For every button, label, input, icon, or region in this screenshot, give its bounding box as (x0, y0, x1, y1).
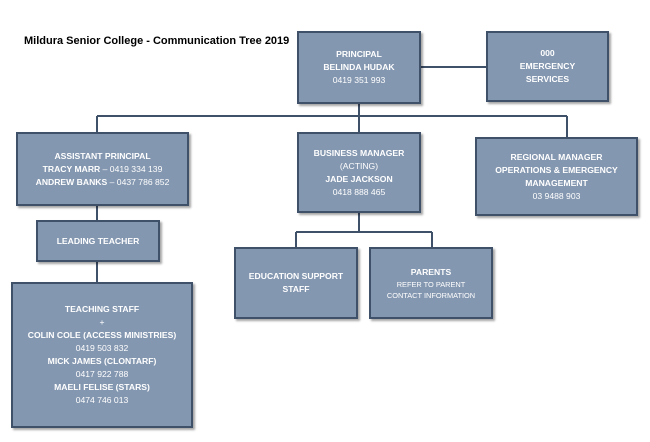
assistant-principal-box: ASSISTANT PRINCIPAL TRACY MARR – 0419 33… (16, 132, 189, 206)
emergency-label-line1: EMERGENCY (519, 61, 576, 71)
teaching-staff-role: TEACHING STAFF (64, 304, 140, 314)
education-support-box: EDUCATION SUPPORT STAFF (234, 247, 358, 319)
assistant-principal-phone-1: – 0419 334 139 (102, 163, 163, 174)
business-manager-box: BUSINESS MANAGER (ACTING) JADE JACKSON 0… (297, 132, 421, 213)
parents-role: PARENTS (410, 266, 452, 277)
assistant-principal-contact-2: ANDREW BANKS – 0437 786 852 (36, 176, 170, 189)
principal-phone: 0419 351 993 (332, 75, 386, 85)
business-manager-name: JADE JACKSON (325, 173, 393, 184)
teaching-staff-contact2-phone: 0417 922 788 (75, 369, 129, 379)
teaching-staff-contact1-phone: 0419 503 832 (75, 343, 129, 353)
regional-manager-phone: 03 9488 903 (532, 190, 581, 201)
principal-name: BELINDA HUDAK (323, 62, 395, 72)
parents-box: PARENTS REFER TO PARENT CONTACT INFORMAT… (369, 247, 493, 319)
assistant-principal-name-1: TRACY MARR (42, 163, 101, 174)
business-manager-phone: 0418 888 465 (332, 186, 386, 197)
education-support-line1: EDUCATION SUPPORT (248, 271, 344, 281)
teaching-staff-contact1-name: COLIN COLE (ACCESS MINISTRIES) (27, 330, 177, 340)
principal-box: PRINCIPAL BELINDA HUDAK 0419 351 993 (297, 31, 421, 104)
teaching-staff-contact3-phone: 0474 746 013 (75, 395, 129, 405)
parents-note-line1: REFER TO PARENT (396, 279, 466, 289)
teaching-staff-box: TEACHING STAFF + COLIN COLE (ACCESS MINI… (11, 282, 193, 428)
emergency-label-line2: SERVICES (525, 74, 570, 84)
leading-teacher-role: LEADING TEACHER (56, 235, 140, 246)
regional-manager-line2: OPERATIONS & EMERGENCY (495, 164, 618, 175)
assistant-principal-name-2: ANDREW BANKS (35, 176, 108, 187)
education-support-line2: STAFF (282, 284, 310, 294)
principal-role: PRINCIPAL (336, 49, 382, 59)
emergency-services-box: 000 EMERGENCY SERVICES (486, 31, 609, 102)
regional-manager-line3: MANAGEMENT (525, 177, 588, 188)
parents-note-line2: CONTACT INFORMATION (386, 290, 476, 300)
teaching-staff-contact2-name: MICK JAMES (CLONTARF) (47, 356, 157, 366)
emergency-number: 000 (540, 48, 555, 58)
teaching-staff-contact3-name: MAELI FELISE (STARS) (54, 382, 150, 392)
regional-manager-line1: REGIONAL MANAGER (510, 151, 603, 162)
business-manager-role: BUSINESS MANAGER (313, 147, 405, 158)
regional-manager-box: REGIONAL MANAGER OPERATIONS & EMERGENCY … (475, 137, 638, 216)
leading-teacher-box: LEADING TEACHER (36, 220, 160, 262)
assistant-principal-role: ASSISTANT PRINCIPAL (54, 150, 151, 161)
page-title: Mildura Senior College - Communication T… (24, 35, 290, 47)
assistant-principal-contact-1: TRACY MARR – 0419 334 139 (43, 163, 163, 176)
teaching-staff-plus: + (99, 317, 105, 327)
assistant-principal-phone-2: – 0437 786 852 (109, 176, 170, 187)
business-manager-note: (ACTING) (339, 160, 379, 171)
